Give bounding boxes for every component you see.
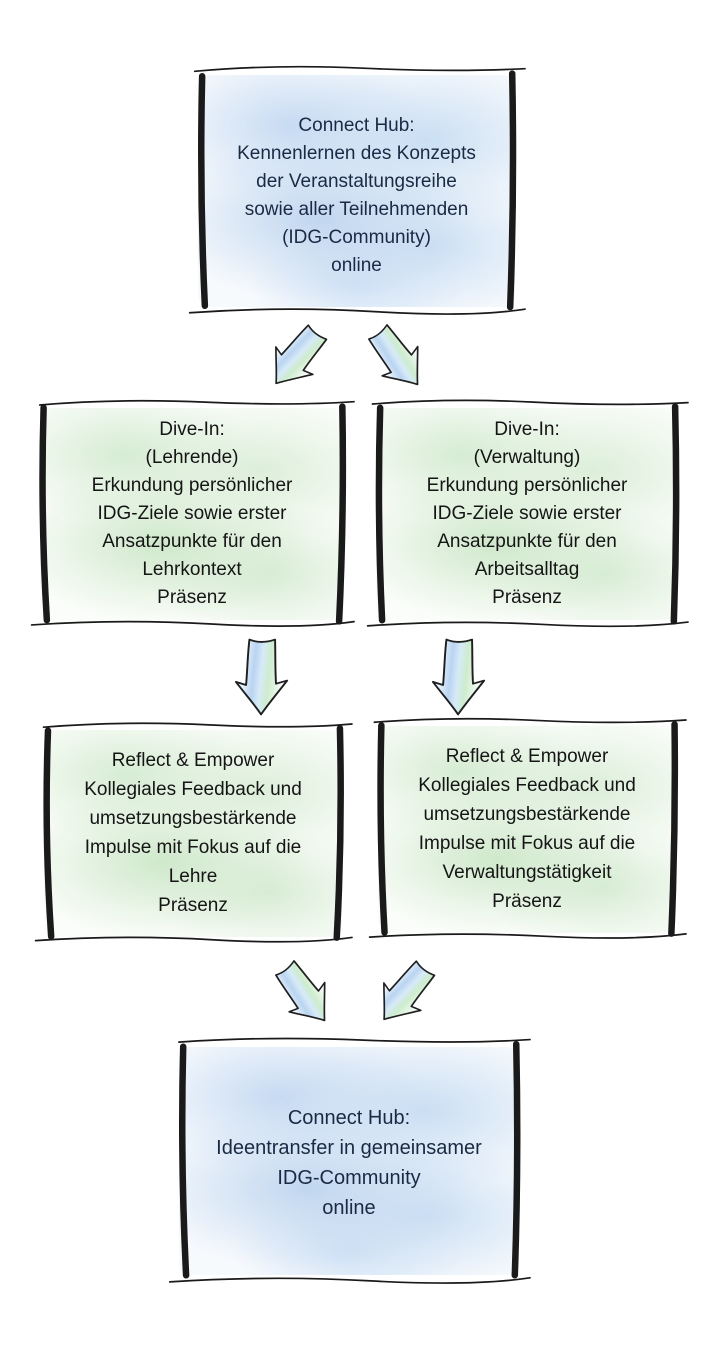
box-line: Impulse mit Fokus auf die [84, 837, 302, 858]
box-line: Impulse mit Fokus auf die [418, 833, 636, 854]
box-line: Ideentransfer in gemeinsamer [216, 1137, 482, 1159]
box-line: Präsenz [157, 587, 227, 608]
watercolor-fill [375, 407, 679, 621]
box-line: der Veranstaltungsreihe [256, 171, 457, 192]
box-line: Connect Hub: [287, 1107, 411, 1129]
box-line: Präsenz [492, 891, 562, 912]
hand-drawn-frame [30, 396, 354, 632]
box-text: Reflect & Empower Kollegiales Feedback u… [47, 718, 340, 948]
hand-drawn-frame [34, 718, 352, 948]
hand-drawn-frame [188, 62, 525, 320]
arrow-top-to-lehrende [275, 324, 328, 385]
box-line: IDG-Community [277, 1167, 421, 1189]
box-line: Lehrkontext [142, 559, 242, 580]
watercolor-fill [377, 725, 677, 933]
box-line: IDG-Ziele sowie erster [97, 503, 287, 524]
box-text: Dive-In: (Lehrende) Erkundung persönlich… [43, 396, 341, 632]
arrow-lehrende-to-reflect [234, 638, 289, 716]
box-line: (IDG-Community) [282, 227, 431, 248]
box-text: Connect Hub: Ideentransfer in gemeinsame… [182, 1034, 515, 1288]
box-line: umsetzungsbestärkende [89, 808, 297, 829]
arrow-reflect-verwaltung-to-bottom [383, 960, 436, 1021]
box-line: IDG-Ziele sowie erster [432, 503, 622, 524]
box-line: Erkundung persönlicher [426, 475, 628, 496]
box-line: Connect Hub: [298, 115, 415, 136]
box-line: (Lehrende) [145, 447, 239, 468]
hand-drawn-frame [366, 396, 688, 632]
box-line: umsetzungsbestärkende [423, 804, 631, 825]
box-line: Erkundung persönlicher [91, 475, 293, 496]
box-text: Reflect & Empower Kollegiales Feedback u… [381, 714, 674, 944]
box-line: Kollegiales Feedback und [84, 779, 302, 800]
box-reflect-empower-lehre: Reflect & Empower Kollegiales Feedback u… [34, 718, 352, 948]
box-line: Präsenz [492, 587, 562, 608]
box-text: Connect Hub: Kennenlernen des Konzepts d… [201, 62, 511, 320]
box-reflect-empower-verwaltung: Reflect & Empower Kollegiales Feedback u… [368, 714, 686, 944]
box-line: Reflect & Empower [445, 746, 609, 767]
box-line: Ansatzpunkte für den [437, 531, 617, 552]
box-line: Dive-In: [159, 419, 225, 440]
arrow-verwaltung-to-reflect [431, 638, 486, 716]
box-line: Arbeitsalltag [474, 559, 580, 580]
box-line: Verwaltungstätigkeit [442, 862, 612, 883]
box-line: Kollegiales Feedback und [418, 775, 636, 796]
hand-drawn-frame [168, 1034, 530, 1288]
box-connect-hub-top: Connect Hub: Kennenlernen des Konzepts d… [188, 62, 525, 320]
box-line: sowie aller Teilnehmenden [244, 199, 469, 220]
box-dive-in-verwaltung: Dive-In: (Verwaltung) Erkundung persönli… [366, 396, 688, 632]
box-dive-in-lehrende: Dive-In: (Lehrende) Erkundung persönlich… [30, 396, 354, 632]
box-text: Dive-In: (Verwaltung) Erkundung persönli… [379, 396, 675, 632]
arrow-reflect-lehre-to-bottom [275, 960, 326, 1022]
box-line: Kennenlernen des Konzepts [237, 143, 476, 164]
box-line: Präsenz [158, 895, 228, 916]
box-line: Lehre [168, 866, 218, 887]
watercolor-fill [39, 407, 345, 621]
box-line: online [331, 255, 382, 276]
hand-drawn-frame [368, 714, 686, 944]
watercolor-fill [43, 729, 343, 937]
watercolor-fill [178, 1046, 520, 1276]
arrow-top-to-verwaltung [368, 324, 419, 386]
box-line: (Verwaltung) [473, 447, 581, 468]
box-connect-hub-bottom: Connect Hub: Ideentransfer in gemeinsame… [168, 1034, 530, 1288]
box-line: Ansatzpunkte für den [102, 531, 282, 552]
box-line: online [322, 1197, 376, 1219]
box-line: Reflect & Empower [111, 750, 275, 771]
watercolor-fill [198, 74, 515, 308]
box-line: Dive-In: [494, 419, 560, 440]
